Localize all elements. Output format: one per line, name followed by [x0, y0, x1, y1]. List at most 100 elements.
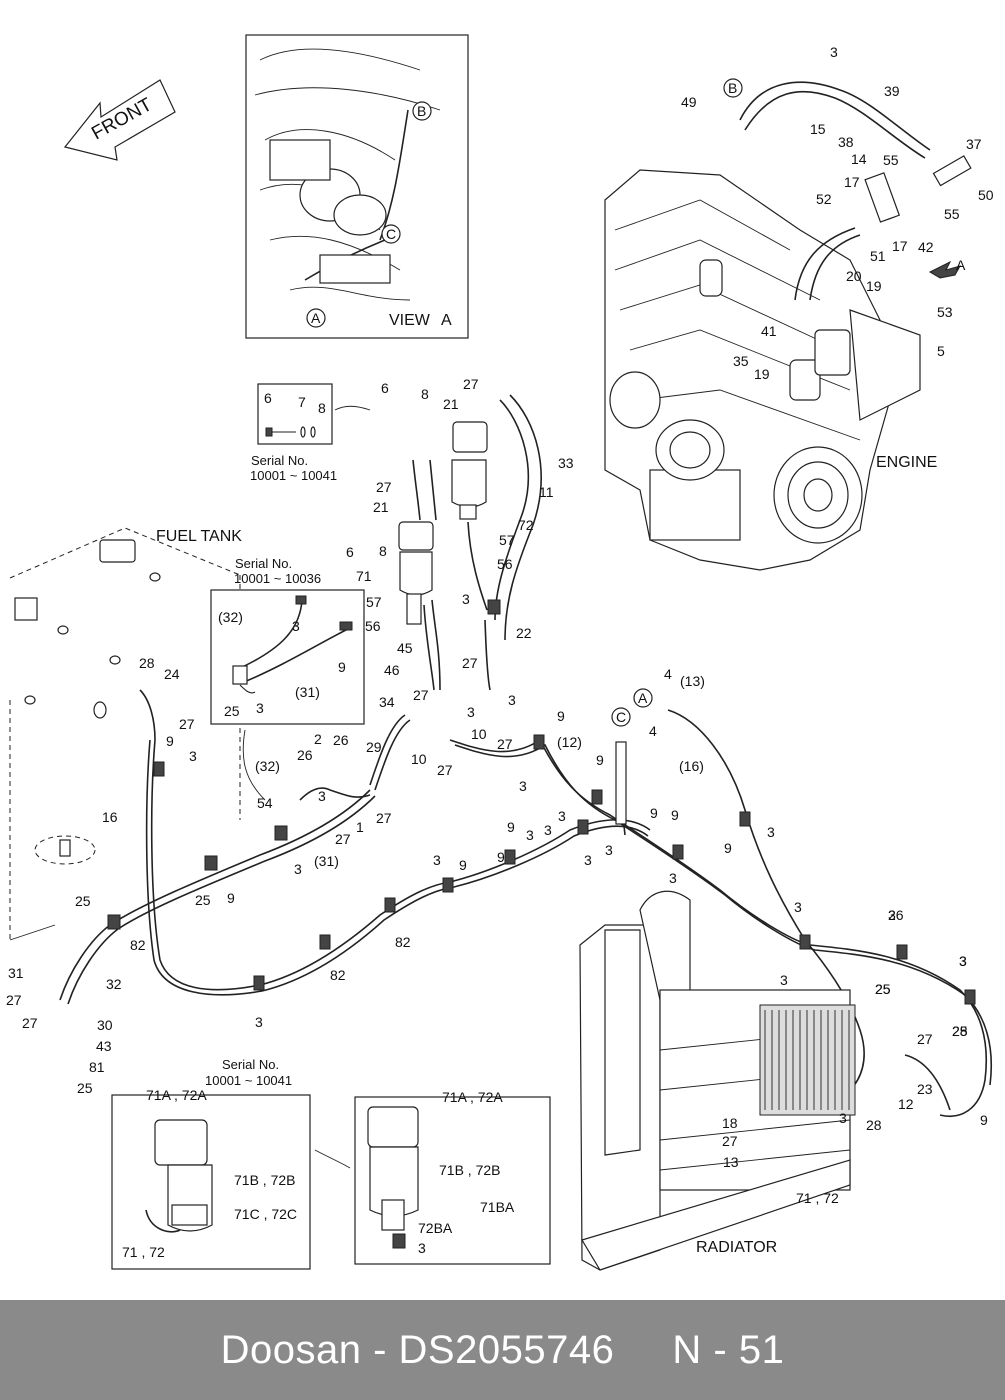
serial-box-2: Serial No. 10001 ~ 10036 — [210, 556, 365, 801]
callout: 21 — [373, 499, 389, 515]
circle-b-marker — [412, 101, 432, 121]
callout: 3 — [839, 1110, 847, 1126]
serial-label-3: Serial No. — [222, 1057, 279, 1072]
callout: 25 — [952, 1023, 968, 1039]
circle-c-letter: C — [386, 226, 396, 242]
callout: 3 — [255, 1014, 263, 1030]
filter-inset-2 — [354, 1096, 551, 1265]
callout: 54 — [257, 795, 273, 811]
footer-bar: Doosan - DS2055746 N - 51 — [0, 1300, 1005, 1400]
callout: 3 — [189, 748, 197, 764]
callout: 37 — [966, 136, 982, 152]
callout: 9 — [459, 857, 467, 873]
callout: 27 — [413, 687, 429, 703]
callout: (13) — [680, 673, 705, 689]
callout: 9 — [507, 819, 515, 835]
callout: (32) — [255, 758, 280, 774]
callout: 3 — [794, 899, 802, 915]
circle-c-letter-route: C — [616, 709, 626, 725]
callout: 71 , 72 — [122, 1244, 165, 1260]
callout: 4 — [649, 723, 657, 739]
callout: 3 — [294, 861, 302, 877]
callout: 71B , 72B — [439, 1162, 501, 1178]
callout: (31) — [314, 853, 339, 869]
callout: 25 — [875, 981, 891, 997]
fuel-tank-label: FUEL TANK — [156, 528, 242, 545]
callout: 13 — [723, 1154, 739, 1170]
callout: 7 — [298, 394, 306, 410]
footer-separator: - — [361, 1327, 399, 1372]
serial-label-1: Serial No. — [251, 453, 308, 468]
serial-range-1: 10001 ~ 10041 — [250, 468, 337, 483]
clamps — [107, 599, 976, 1005]
callout: 3 — [959, 953, 967, 969]
callout: 9 — [227, 890, 235, 906]
callout: 3 — [584, 852, 592, 868]
callout: 20 — [846, 268, 862, 284]
callout: 27 — [437, 762, 453, 778]
callout: 25 — [195, 892, 211, 908]
callout: 82 — [330, 967, 346, 983]
callout: 38 — [838, 134, 854, 150]
callout: 14 — [851, 151, 867, 167]
callout: 25 — [75, 893, 91, 909]
callout: 9 — [497, 849, 505, 865]
callout: 3 — [519, 778, 527, 794]
callout: 26 — [333, 732, 349, 748]
callout: 49 — [681, 94, 697, 110]
callout: 43 — [96, 1038, 112, 1054]
callout: 9 — [671, 807, 679, 823]
callout: 42 — [918, 239, 934, 255]
callout: 10 — [471, 726, 487, 742]
callout: 31 — [8, 965, 24, 981]
callout: 3 — [508, 692, 516, 708]
callout: 3 — [526, 827, 534, 843]
callout: 41 — [761, 323, 777, 339]
callout: 32 — [106, 976, 122, 992]
view-label: VIEW — [389, 312, 431, 329]
circle-b-letter-engine: B — [728, 80, 737, 96]
callout: 55 — [883, 152, 899, 168]
callout: 1 — [356, 819, 364, 835]
circle-c-marker — [381, 224, 401, 244]
callout: 27 — [463, 376, 479, 392]
callout: 82 — [130, 937, 146, 953]
callout: 9 — [557, 708, 565, 724]
callout: 4 — [664, 666, 672, 682]
callout: 17 — [892, 238, 908, 254]
callout: 71 , 72 — [796, 1190, 839, 1206]
callout: 71BA — [480, 1199, 515, 1215]
fuel-system-parts-diagram: FRONT B C A VIEW A — [6, 34, 994, 1271]
callout: 27 — [722, 1133, 738, 1149]
callout: 6 — [346, 544, 354, 560]
callout: 72BA — [418, 1220, 453, 1236]
callout: 3 — [605, 842, 613, 858]
callout: 27 — [917, 1031, 933, 1047]
callout: 71A , 72A — [442, 1089, 503, 1105]
circle-b-marker-engine — [723, 78, 743, 98]
callout: 29 — [366, 739, 382, 755]
callout: 56 — [365, 618, 381, 634]
footer-page: N - 51 — [672, 1327, 785, 1372]
callout: 3 — [888, 907, 896, 923]
callout: 39 — [884, 83, 900, 99]
circle-a-marker — [306, 308, 326, 328]
callout: 57 — [366, 594, 382, 610]
footer-part-number: DS2055746 — [398, 1327, 615, 1372]
callout: (32) — [218, 609, 243, 625]
callout-numbers: 3 39 49 15 38 37 14 55 50 17 55 52 17 42… — [6, 44, 994, 1260]
callout: 3 — [433, 852, 441, 868]
callout: 46 — [384, 662, 400, 678]
callout: 27 — [6, 992, 22, 1008]
callout: 33 — [558, 455, 574, 471]
callout: 51 — [870, 248, 886, 264]
serial-box-1: Serial No. 10001 ~ 10041 — [250, 383, 371, 483]
serial-label-2: Serial No. — [235, 556, 292, 571]
callout: 71A , 72A — [146, 1087, 207, 1103]
footer-gap — [614, 1328, 672, 1373]
view-letter: A — [441, 312, 452, 329]
callout: 19 — [866, 278, 882, 294]
callout: 3 — [256, 700, 264, 716]
callout: 3 — [318, 788, 326, 804]
callout: 71B , 72B — [234, 1172, 296, 1188]
